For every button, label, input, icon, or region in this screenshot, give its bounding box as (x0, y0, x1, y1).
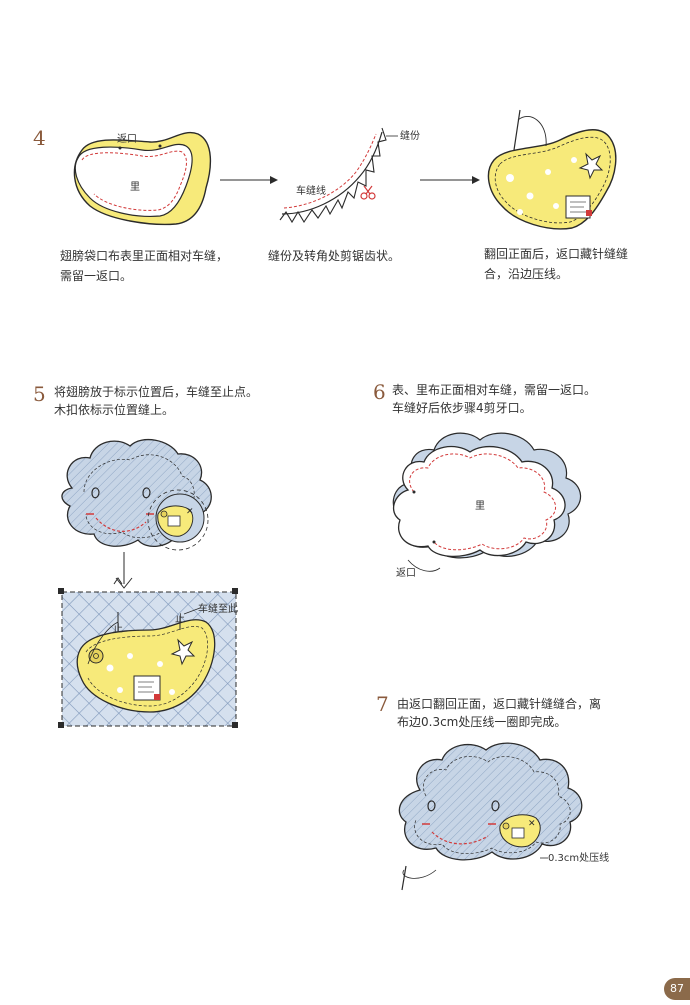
step-7-number: 7 (376, 692, 389, 716)
scissors-icon (360, 185, 376, 200)
label-inner-4: 里 (130, 182, 140, 193)
wing-inner-layer (74, 143, 193, 217)
step-5-number: 5 (33, 382, 46, 406)
step-6-caption-line2: 车缝好后依步骤4剪牙口。 (392, 401, 532, 415)
page-number: 87 (664, 978, 690, 1000)
step-6-caption-line1: 表、里布正面相对车缝，需留一返口。 (392, 383, 597, 397)
stitch-line-step6 (409, 453, 556, 551)
label-stop-2: 止 (175, 614, 185, 625)
step-4b-caption: 缝份及转角处剪锯齿状。 (268, 249, 401, 263)
eye-right (142, 487, 151, 499)
label-sewing-line: 车缝线 (296, 186, 326, 197)
svg-text:✕: ✕ (186, 507, 194, 517)
label-sew-here: 车缝至此 (198, 604, 238, 615)
label-seam-allowance: 缝份 (400, 131, 420, 142)
step-7-caption-line1: 由返口翻回正面，返口藏针缝缝合，离 (397, 697, 602, 711)
needle-icon (513, 109, 521, 151)
step-5-caption-line2: 木扣依标示位置缝上。 (54, 403, 175, 417)
step-4c-caption: 翻回正面后，返口藏针缝缝合，沿边压线。 (484, 247, 629, 281)
label-inner-6: 里 (475, 501, 485, 512)
cloud-front-step6 (392, 445, 566, 557)
needle-icon-step7 (401, 865, 407, 891)
label-opening-4: 返口 (117, 134, 137, 145)
label-topstitch: 0.3cm处压线 (548, 853, 610, 864)
step-4a-caption: 翅膀袋口布表里正面相对车缝，需留一返口。 (60, 249, 229, 283)
wing-stitch-line (81, 150, 187, 211)
label-opening-6: 返口 (396, 568, 416, 579)
svg-text:✕: ✕ (528, 819, 536, 829)
step-5-caption-line1: 将翅膀放于标示位置后，车缝至止点。 (54, 385, 259, 399)
zigzag-edge (279, 127, 387, 224)
star-icon (578, 152, 604, 180)
cloud-finished (398, 742, 583, 861)
label-stop-1: 止 (113, 624, 123, 635)
step-4-number: 4 (33, 126, 46, 150)
mouth-stitch (95, 517, 147, 532)
step-6-number: 6 (373, 380, 386, 404)
eye-left (91, 487, 100, 499)
step-7-caption-line2: 布边0.3cm处压线一圈即完成。 (397, 715, 567, 729)
